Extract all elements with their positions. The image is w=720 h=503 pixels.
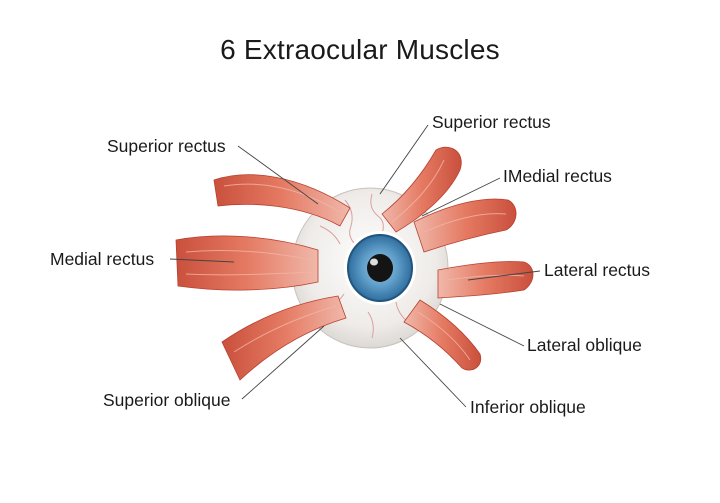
right-medial-rectus-muscle: [413, 198, 517, 253]
left-superior-rectus-muscle: [213, 174, 351, 227]
label-right-lateral-oblique: Lateral oblique: [527, 335, 642, 355]
right-superior-rectus-muscle: [381, 146, 462, 233]
label-right-lateral-rectus: Lateral rectus: [544, 260, 651, 280]
iris: [344, 231, 416, 305]
label-right-inferior-oblique: Inferior oblique: [470, 397, 586, 417]
left-superior-oblique-muscle: [221, 295, 347, 381]
label-right-medial-rectus: IMedial rectus: [503, 166, 612, 186]
label-right-superior-rectus: Superior rectus: [432, 112, 551, 132]
pupil: [367, 254, 393, 282]
right-lateral-oblique-muscle: [403, 299, 482, 371]
label-left-superior-rectus: Superior rectus: [107, 136, 226, 156]
label-left-medial-rectus: Medial rectus: [50, 249, 155, 269]
right-lateral-rectus-muscle: [437, 261, 534, 299]
label-left-superior-oblique: Superior oblique: [103, 390, 231, 410]
diagram-title: 6 Extraocular Muscles: [220, 34, 500, 65]
left-medial-rectus-muscle: [175, 235, 319, 291]
leader-lines: [169, 124, 541, 408]
